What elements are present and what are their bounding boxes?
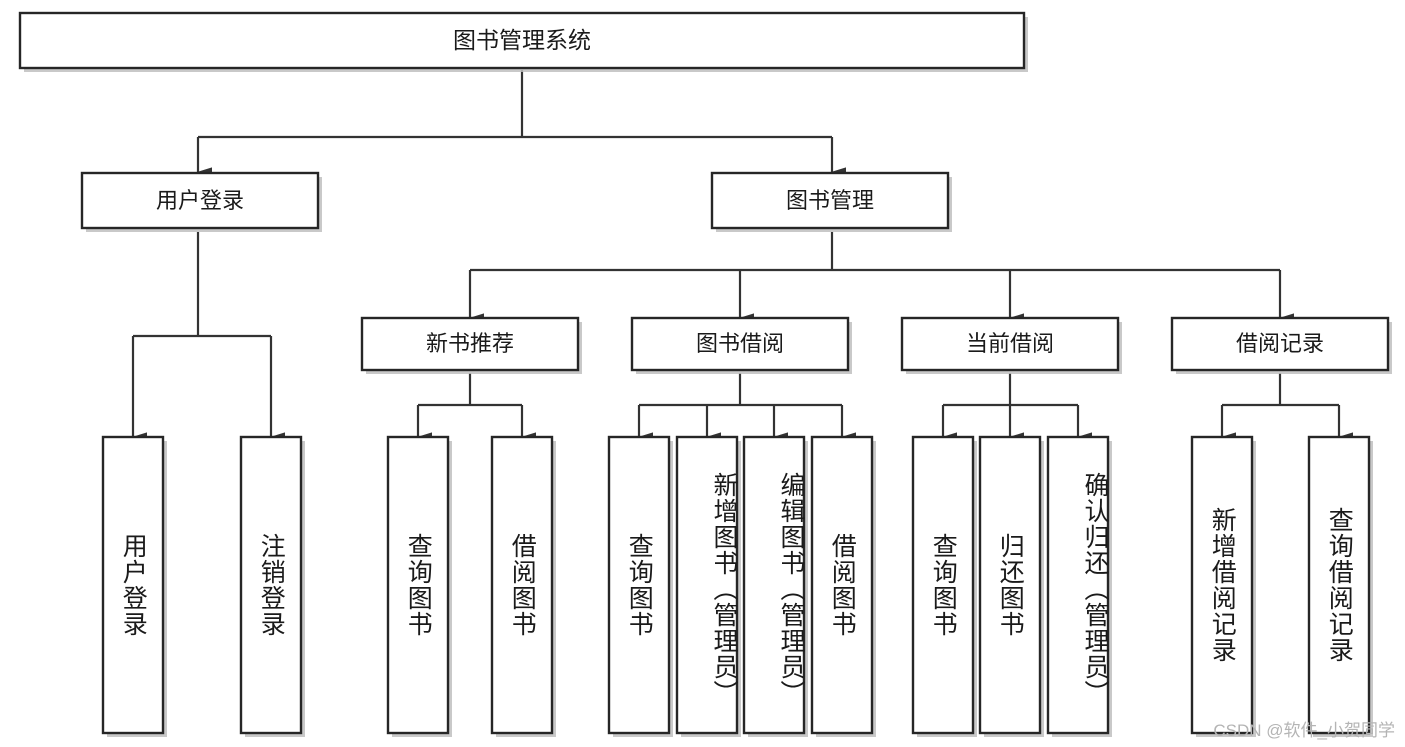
leaf-borrow-book-b-box[interactable] [810, 435, 874, 735]
new-book-rec-node-label: 新书推荐 [426, 331, 514, 356]
leaf-query-book-b-box[interactable] [607, 435, 671, 735]
user-login-node-label: 用户登录 [156, 188, 244, 213]
leaf-logout-box[interactable] [239, 435, 303, 735]
leaf-query-book-c-box[interactable] [911, 435, 975, 735]
csdn-watermark: CSDN @软件_小贺同学 [1213, 721, 1395, 740]
root-node-label: 图书管理系统 [453, 27, 591, 53]
leaf-edit-book-box[interactable] [742, 435, 806, 735]
leaf-user-login-box[interactable] [101, 435, 165, 735]
user-login-node-box[interactable] [80, 171, 320, 230]
leaf-add-book-box[interactable] [675, 435, 739, 735]
node-layer [18, 11, 1392, 737]
label-layer: 图书管理系统 用户登录 图书管理 新书推荐 图书借阅 当前借阅 借阅记录 [156, 27, 1324, 356]
leaf-query-book-a-box[interactable] [386, 435, 450, 735]
leaf-borrow-book-a-box[interactable] [490, 435, 554, 735]
borrow-record-node-label: 借阅记录 [1236, 331, 1324, 356]
borrow-record-node-box[interactable] [1170, 316, 1390, 372]
leaf-return-book-box[interactable] [978, 435, 1042, 735]
current-borrow-node-label: 当前借阅 [966, 331, 1054, 356]
leaf-add-record-box[interactable] [1190, 435, 1254, 735]
book-borrow-node-box[interactable] [630, 316, 850, 372]
book-manage-node-label: 图书管理 [786, 188, 874, 213]
connector-layer [131, 70, 1353, 442]
book-manage-node-box[interactable] [710, 171, 950, 230]
new-book-rec-node-box[interactable] [360, 316, 580, 372]
root-node-box[interactable] [18, 11, 1026, 70]
current-borrow-node-box[interactable] [900, 316, 1120, 372]
book-borrow-node-label: 图书借阅 [696, 331, 784, 356]
leaf-query-record-box[interactable] [1307, 435, 1371, 735]
leaf-confirm-return-box[interactable] [1046, 435, 1110, 735]
